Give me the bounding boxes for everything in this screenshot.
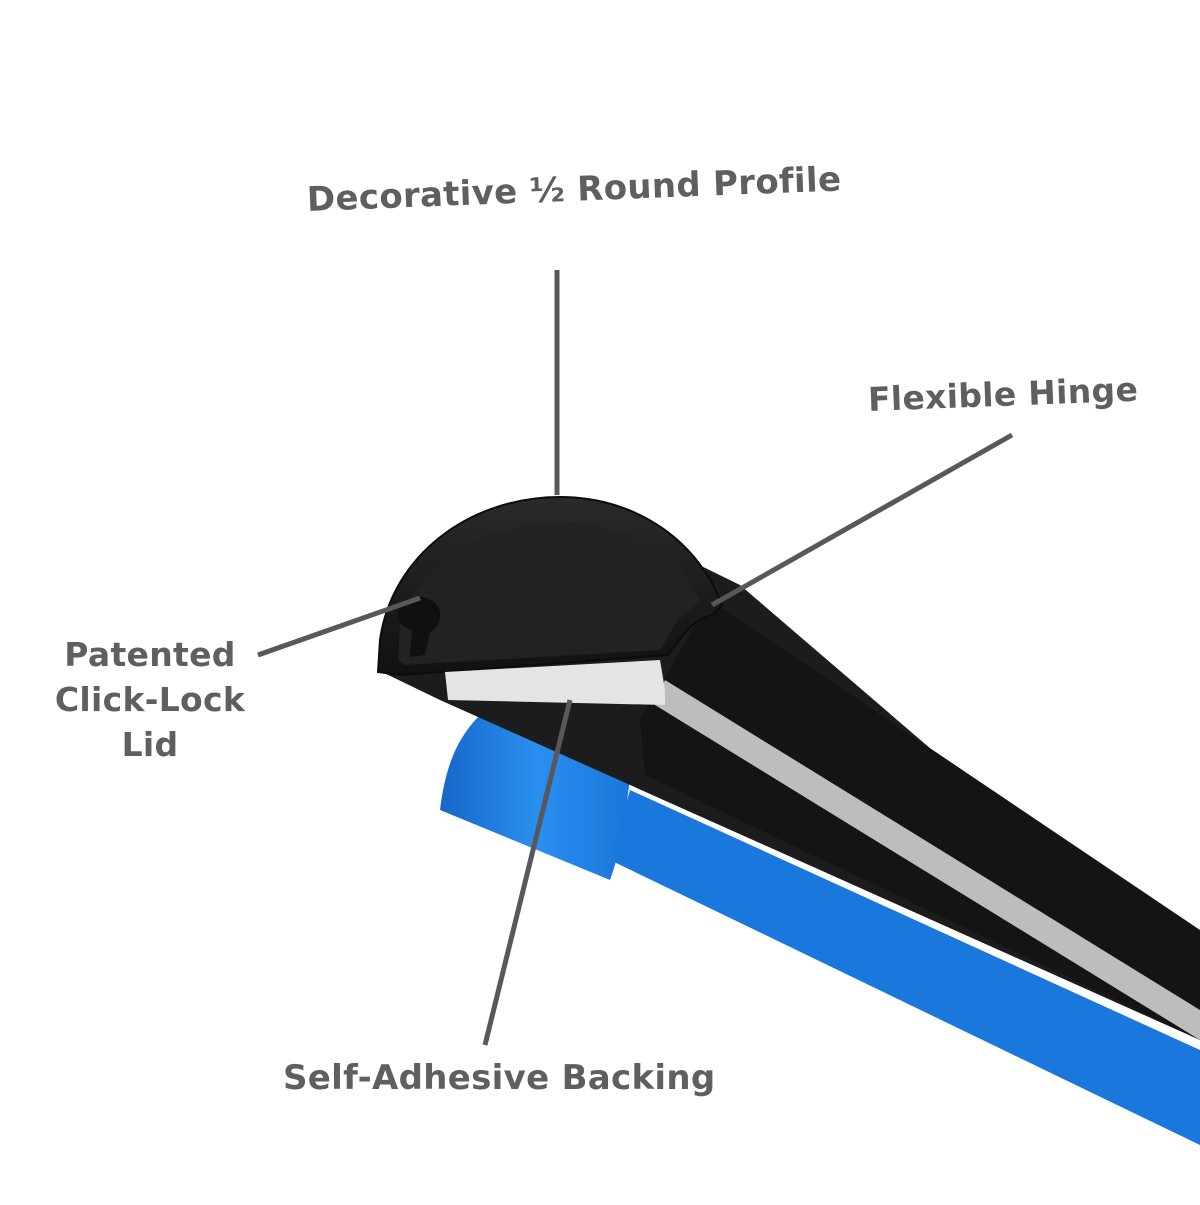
adhesive-strip-long xyxy=(655,680,1200,1040)
leader-line-hinge xyxy=(710,432,1014,608)
liner-underside xyxy=(610,790,1200,1145)
click-lock-detail xyxy=(397,596,441,657)
label-lid-line2: Click-Lock xyxy=(54,680,246,719)
leader-line-lid xyxy=(257,595,421,658)
label-lid-line3: Lid xyxy=(121,725,179,764)
label-lid-line1: Patented xyxy=(64,635,236,674)
channel-inner-cavity xyxy=(398,522,700,665)
leader-line-backing xyxy=(482,699,573,1046)
label-self-adhesive-backing: Self-Adhesive Backing xyxy=(283,1058,716,1098)
adhesive-strip-end xyxy=(445,660,665,705)
label-click-lock-lid: Patented Click-Lock Lid xyxy=(40,632,260,767)
